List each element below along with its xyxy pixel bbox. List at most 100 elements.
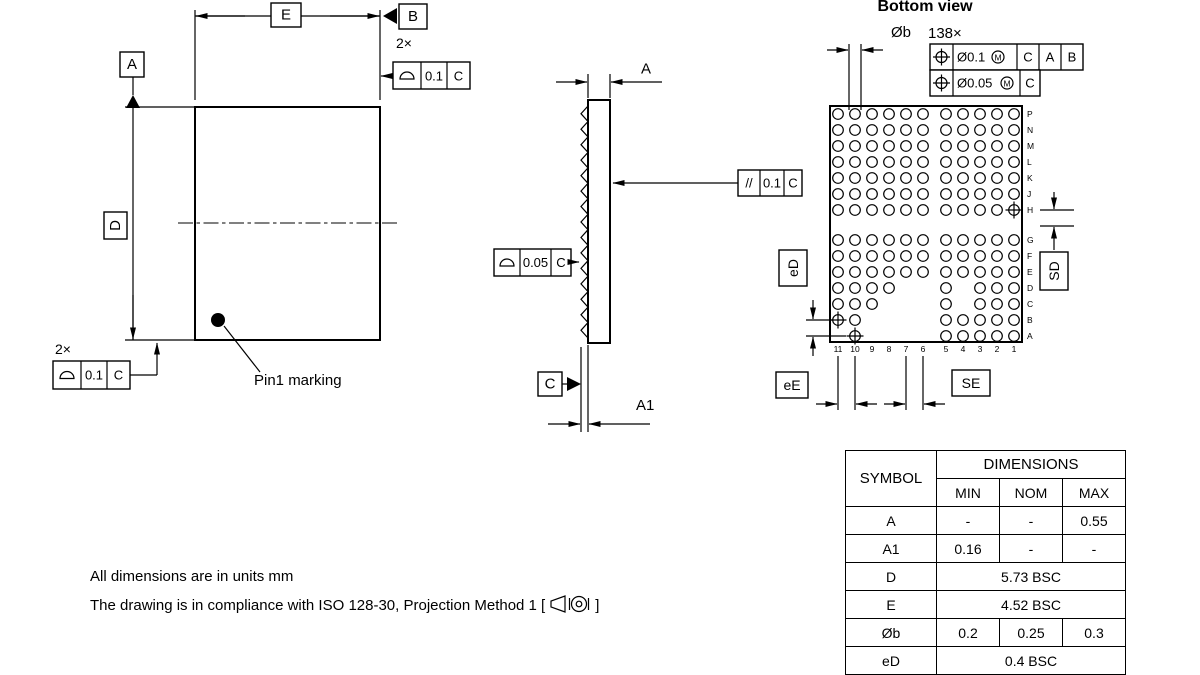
solder-ball — [974, 330, 986, 342]
solder-ball — [900, 124, 912, 136]
solder-ball — [991, 108, 1003, 120]
solder-ball — [991, 282, 1003, 294]
package-outline-front — [194, 106, 381, 341]
solder-ball — [940, 234, 952, 246]
datum-b-box — [398, 3, 428, 30]
profile-of-surface-icon — [499, 258, 515, 267]
solder-ball — [883, 234, 895, 246]
solder-ball — [974, 298, 986, 310]
solder-ball — [849, 250, 861, 262]
position-icon — [933, 48, 950, 66]
solder-ball — [832, 298, 844, 310]
dim-e-label: E — [281, 7, 291, 24]
solder-ball — [849, 124, 861, 136]
solder-ball — [917, 108, 929, 120]
dim-se-label: SE — [962, 375, 981, 391]
solder-ball — [883, 108, 895, 120]
solder-ball — [883, 266, 895, 278]
solder-ball — [866, 266, 878, 278]
solder-ball — [974, 250, 986, 262]
solder-ball — [1008, 250, 1020, 262]
solder-ball — [991, 156, 1003, 168]
col-label: 5 — [944, 344, 949, 354]
solder-ball — [991, 124, 1003, 136]
solder-ball — [957, 124, 969, 136]
dim-ed-box — [778, 249, 808, 287]
solder-ball — [1008, 234, 1020, 246]
fcf-profile-bottom: 2× 0.1 C — [52, 341, 160, 390]
row-label: M — [1027, 141, 1034, 151]
solder-ball — [940, 266, 952, 278]
projection-method-icon — [550, 595, 590, 613]
value-cell: 4.52 BSC — [936, 590, 1126, 619]
fcf-bottom-datum: C — [114, 368, 123, 383]
solder-ball — [849, 298, 861, 310]
solder-ball — [832, 282, 844, 294]
solder-ball — [940, 330, 952, 342]
solder-ball — [1008, 330, 1020, 342]
solder-ball — [900, 266, 912, 278]
row-label: B — [1027, 315, 1033, 325]
profile-of-surface-icon — [399, 71, 415, 80]
solder-ball — [957, 314, 969, 326]
pin1-marking-dot — [211, 313, 225, 327]
solder-ball — [991, 250, 1003, 262]
pin1-marking-label: Pin1 marking — [254, 372, 342, 389]
solder-ball — [957, 266, 969, 278]
solder-ball — [1008, 156, 1020, 168]
fcf-parallelism-datum: C — [788, 176, 797, 191]
datum-triangle-b-icon — [383, 8, 397, 24]
solder-ball — [940, 156, 952, 168]
solder-ball — [991, 266, 1003, 278]
solder-ball — [832, 124, 844, 136]
solder-ball — [849, 282, 861, 294]
solder-ball — [1008, 314, 1020, 326]
value-cell: 5.73 BSC — [936, 562, 1126, 591]
solder-ball — [883, 282, 895, 294]
solder-ball — [917, 188, 929, 200]
max-cell: 0.3 — [1062, 618, 1126, 647]
dim-ee-box — [775, 371, 809, 399]
col-label: 4 — [961, 344, 966, 354]
solder-ball — [866, 156, 878, 168]
solder-ball — [866, 282, 878, 294]
fcf-profile-datum: C — [556, 255, 565, 270]
solder-ball — [940, 172, 952, 184]
solder-ball — [917, 172, 929, 184]
solder-ball — [917, 156, 929, 168]
solder-ball — [1008, 188, 1020, 200]
package-outline-bottom — [829, 105, 1023, 343]
solder-ball — [940, 298, 952, 310]
solder-ball — [974, 140, 986, 152]
nom-cell: - — [999, 534, 1063, 563]
solder-ball — [900, 204, 912, 216]
package-outline-side — [587, 99, 611, 344]
fcf1-datum-2: A — [1046, 50, 1055, 65]
fcf-top-datum: C — [454, 69, 463, 84]
row-label: D — [1027, 283, 1033, 293]
solder-ball — [832, 108, 844, 120]
ball-diameter-label: Øb — [891, 24, 911, 41]
solder-ball — [940, 314, 952, 326]
solder-ball — [917, 250, 929, 262]
row-label: G — [1027, 235, 1034, 245]
solder-ball — [832, 204, 844, 216]
col-label: 10 — [850, 344, 860, 354]
solder-ball — [957, 108, 969, 120]
qty-top-label: 2× — [396, 35, 412, 51]
symbol-header: SYMBOL — [845, 450, 937, 507]
solder-ball — [866, 108, 878, 120]
solder-ball — [832, 188, 844, 200]
solder-ball — [940, 204, 952, 216]
solder-ball — [900, 140, 912, 152]
position-icon — [933, 74, 950, 92]
solder-ball — [866, 172, 878, 184]
dimension-ee: eE — [775, 356, 877, 410]
solder-ball — [832, 234, 844, 246]
row-label: E — [1027, 267, 1033, 277]
